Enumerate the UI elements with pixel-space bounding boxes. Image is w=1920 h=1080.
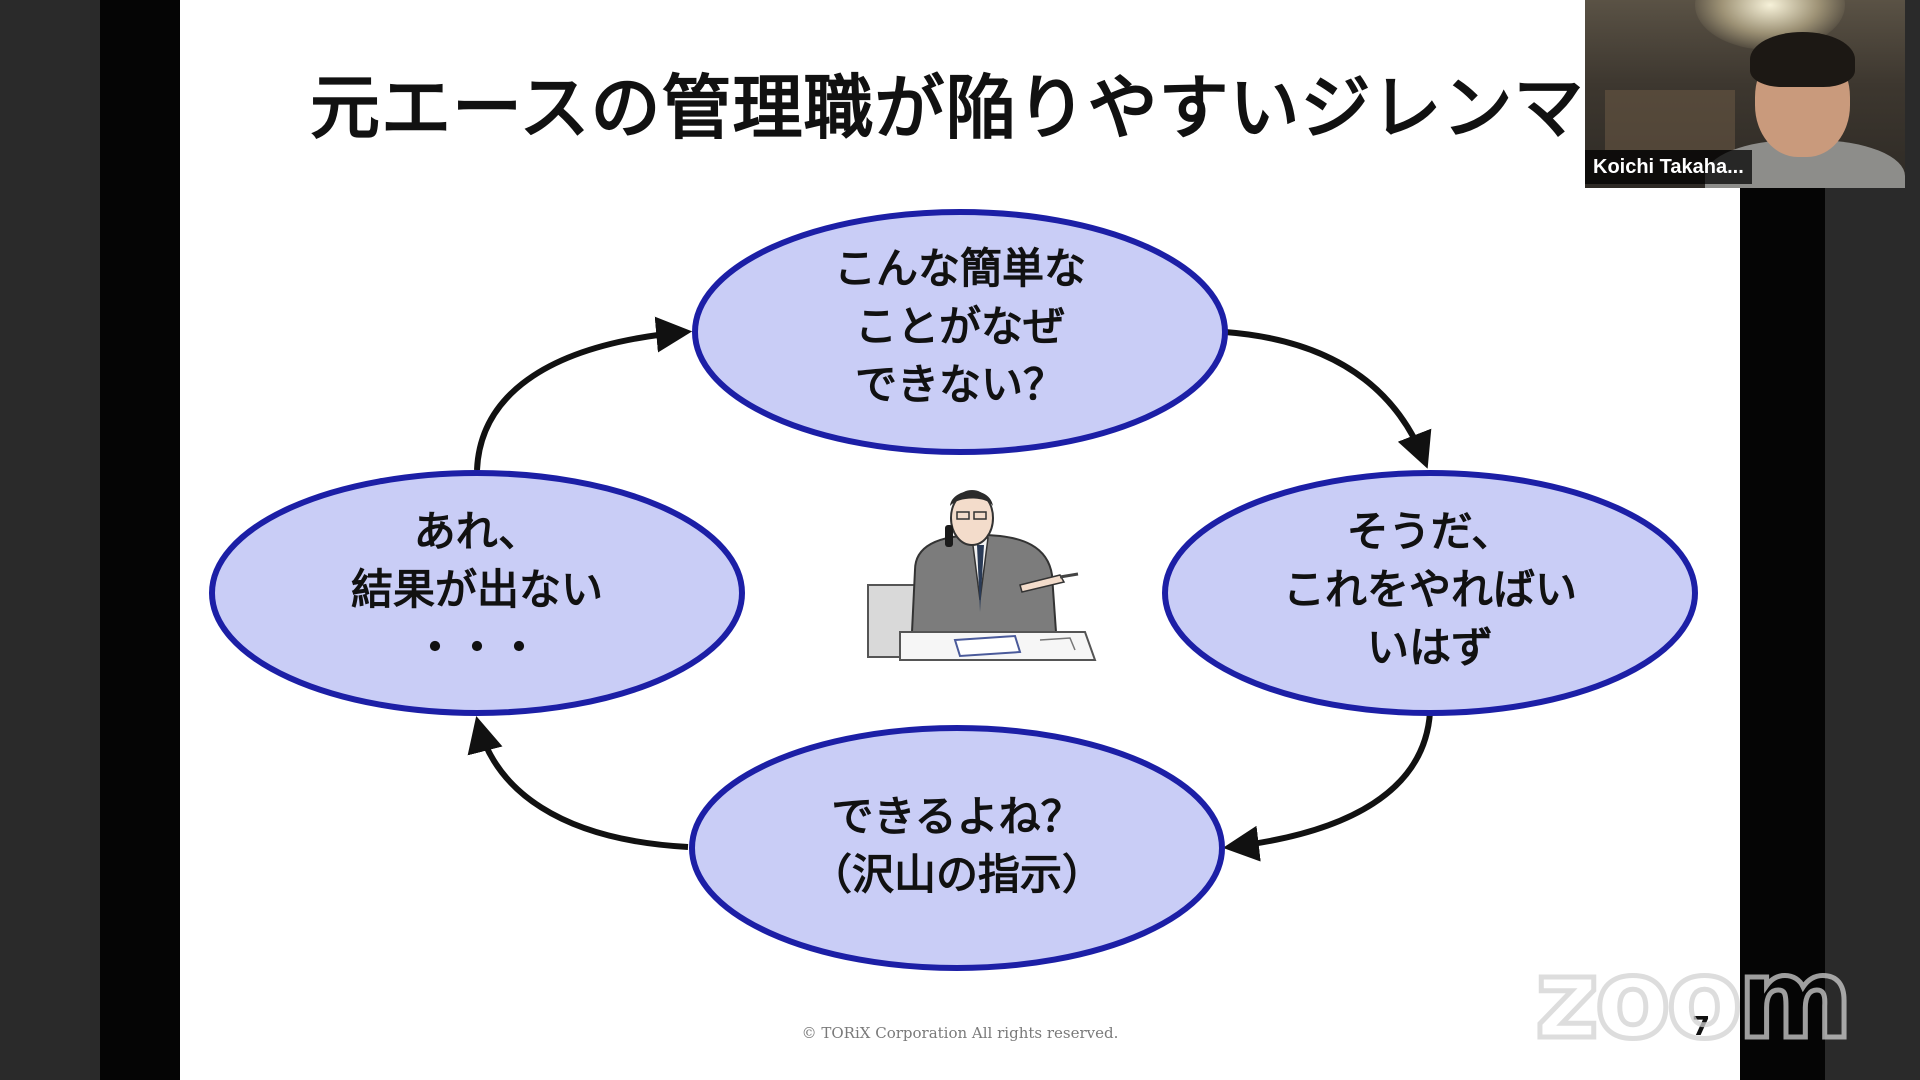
cycle-node-right-line: いはず	[1366, 623, 1493, 672]
participant-name-label: Koichi Takaha...	[1585, 150, 1752, 184]
cycle-node-top: こんな簡単な ことがなぜ できない？	[760, 240, 1160, 414]
left-letterbox	[0, 0, 100, 1080]
cycle-node-bottom: できるよね？ （沢山の指示）	[757, 788, 1157, 904]
background-shelf	[1605, 90, 1735, 150]
cycle-node-right-line: これをやればい	[1282, 565, 1577, 614]
arrow-right-to-bottom	[1222, 711, 1433, 862]
arrow-left-to-top	[474, 316, 693, 471]
cycle-node-left-shape	[209, 470, 745, 716]
slide-title: 元エースの管理職が陥りやすいジレンマ	[310, 67, 1585, 149]
dilemma-cycle-diagram	[209, 209, 1698, 971]
cycle-node-bottom-line: （沢山の指示）	[809, 850, 1104, 899]
arrow-bottom-to-left	[467, 716, 689, 850]
cycle-node-top-shape	[692, 209, 1228, 455]
cycle-node-top-line: こんな簡単な	[833, 244, 1086, 293]
arrow-top-to-right	[1224, 329, 1432, 469]
shared-slide: 元エースの管理職が陥りやすいジレンマ	[180, 0, 1740, 1080]
cycle-node-left-line: 結果が出ない	[350, 565, 603, 614]
cycle-node-right-shape	[1162, 470, 1698, 716]
slide-copyright: © TORiX Corporation All rights reserved.	[801, 1024, 1119, 1042]
cycle-node-bottom-shape	[689, 725, 1225, 971]
slide-page-number: 7	[1692, 1012, 1711, 1042]
manager-illustration	[867, 490, 1097, 661]
cycle-node-right-line: そうだ、	[1346, 507, 1514, 556]
left-letterbox-inner	[100, 0, 180, 1080]
participant-video-tile[interactable]: Koichi Takaha...	[1585, 0, 1905, 188]
cycle-node-right: そうだ、 これをやればい いはず	[1230, 503, 1630, 677]
cycle-node-top-line: できない？	[854, 360, 1065, 409]
zoom-watermark-logo: zoom	[1533, 933, 1856, 1066]
cycle-node-top-line: ことがなぜ	[854, 302, 1065, 351]
cycle-node-left-line: ・・・	[413, 623, 540, 672]
cycle-node-left-line: あれ、	[413, 507, 541, 556]
participant-hair	[1750, 32, 1855, 87]
cycle-node-bottom-line: できるよね？	[831, 792, 1083, 841]
cycle-node-left: あれ、 結果が出ない ・・・	[277, 503, 677, 677]
